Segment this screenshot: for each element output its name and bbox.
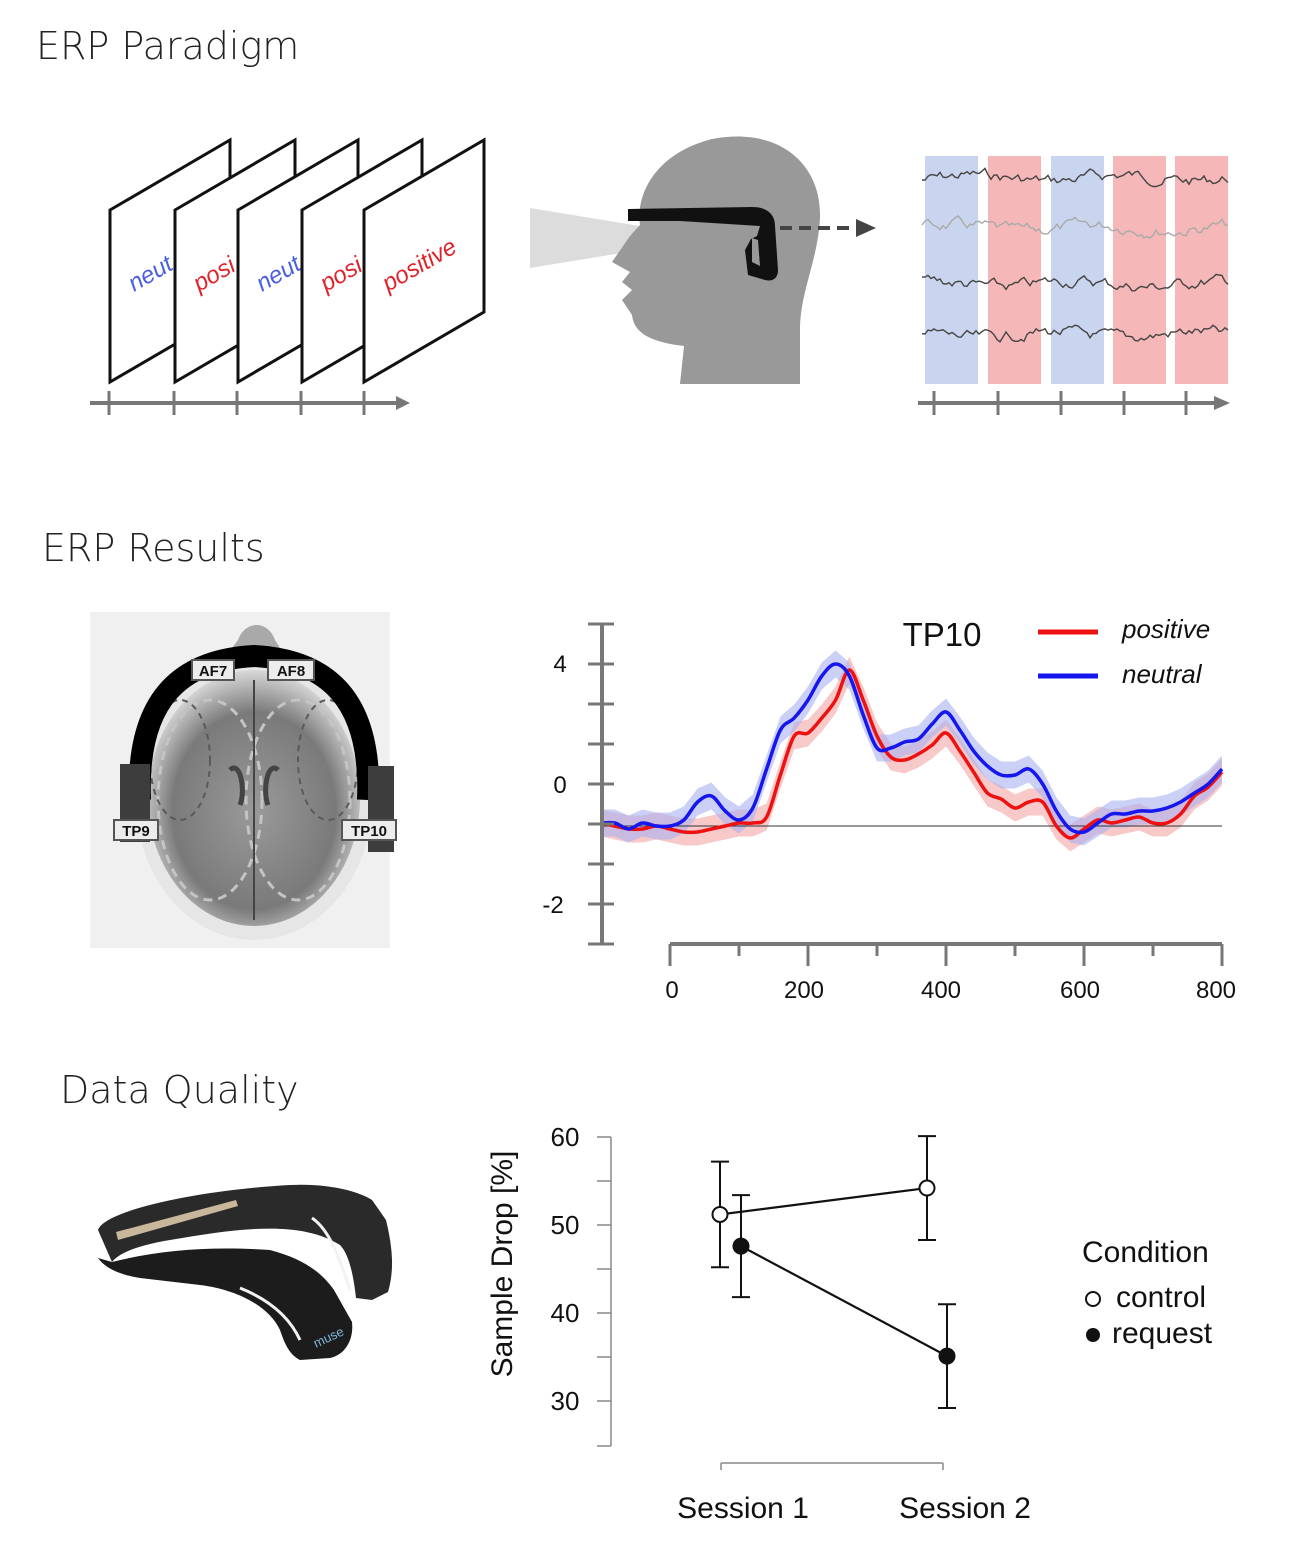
dq-y-tick-label: 40 [551, 1298, 580, 1328]
erp-x-tick-label: 0 [665, 977, 678, 1004]
muse-headband-image [98, 1184, 393, 1360]
dq-y-tick-label: 50 [551, 1210, 580, 1240]
dq-legend-marker-control [1085, 1291, 1101, 1307]
dq-y-axis [597, 1136, 612, 1447]
eeg-glasses-icon [628, 207, 876, 281]
eeg-trace [921, 324, 1229, 343]
dq-x-tick-label: Session 1 [677, 1492, 809, 1525]
dq-y-tick-label: 30 [551, 1386, 580, 1416]
dq-y-axis-label: Sample Drop [%] [486, 1151, 519, 1378]
erp-lines [600, 662, 1224, 840]
eeg-trace [921, 214, 1229, 239]
section-title-results: ERP Results [42, 526, 265, 570]
eeg-band-positive [1175, 156, 1228, 384]
electrode-label-tp10: TP10 [351, 823, 387, 840]
erp-y-tick-label: 0 [553, 772, 566, 799]
erp-chart-title: TP10 [903, 616, 982, 653]
erp-y-tick-label: 4 [553, 651, 566, 678]
legend-label-positive: positive [1121, 614, 1210, 644]
eeg-timeline [918, 391, 1230, 415]
electrode-label-af8: AF8 [277, 663, 305, 680]
dq-point-request [938, 1347, 956, 1365]
section-title-paradigm: ERP Paradigm [36, 24, 300, 68]
dq-point-control [711, 1205, 729, 1223]
dq-line-control [719, 1186, 928, 1216]
erp-line-neutral [600, 662, 1224, 835]
sample-drop-chart: 60 50 40 30 Sample Drop [%] Session 1 Se… [486, 1122, 1213, 1525]
dq-x-axis [720, 1462, 944, 1470]
erp-line-positive [600, 668, 1224, 840]
eeg-condition-bands [925, 156, 1228, 384]
eeg-traces [921, 167, 1229, 343]
dq-legend-title: Condition [1082, 1236, 1209, 1269]
erp-legend: positive neutral [1038, 614, 1210, 689]
erp-x-tick-label: 800 [1196, 977, 1236, 1004]
erp-y-tick-label: -2 [542, 892, 563, 919]
dq-x-tick-label: Session 2 [899, 1492, 1031, 1525]
dq-point-control [918, 1179, 936, 1197]
stimulus-card: positive [362, 137, 486, 385]
dq-point-request [732, 1237, 750, 1255]
head-silhouette [530, 136, 821, 384]
eeg-band-positive [1113, 156, 1166, 384]
erp-x-tick-label: 400 [921, 977, 961, 1004]
erp-x-tick-label: 200 [784, 977, 824, 1004]
eeg-band-neutral [1051, 156, 1104, 384]
erp-chart: 4 0 -2 0 200 400 600 800 TP10 positive n… [542, 614, 1236, 1004]
eeg-band-positive [988, 156, 1041, 384]
stimulus-timeline [90, 391, 410, 415]
electrode-label-af7: AF7 [199, 663, 227, 680]
section-title-quality: Data Quality [60, 1068, 299, 1112]
eeg-band-neutral [925, 156, 978, 384]
dq-legend-label-request: request [1112, 1317, 1213, 1350]
eeg-trace [921, 273, 1229, 292]
dq-legend-label-control: control [1116, 1281, 1206, 1314]
erp-x-axis [668, 942, 1224, 966]
dq-legend: Condition control request [1082, 1236, 1213, 1350]
electrode-label-tp9: TP9 [122, 823, 150, 840]
erp-y-axis [588, 622, 614, 946]
erp-x-tick-label: 600 [1060, 977, 1100, 1004]
legend-label-neutral: neutral [1122, 659, 1203, 689]
dq-y-tick-label: 60 [551, 1122, 580, 1152]
dq-series-marks [711, 1135, 956, 1410]
brain-mri-image [90, 612, 397, 948]
dq-line-request [740, 1245, 948, 1358]
eeg-trace [921, 167, 1229, 188]
dq-legend-marker-request [1086, 1328, 1100, 1342]
